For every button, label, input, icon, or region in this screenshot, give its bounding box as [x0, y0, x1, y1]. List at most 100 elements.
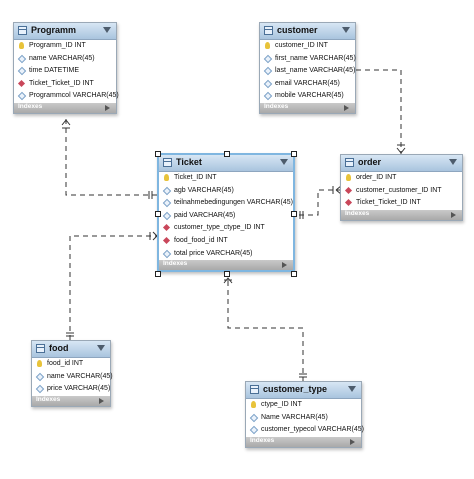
- column-row[interactable]: agb VARCHAR(45): [159, 185, 293, 198]
- table-icon: [345, 158, 354, 167]
- column-row[interactable]: name VARCHAR(45): [14, 53, 116, 66]
- resize-handle-s[interactable]: [224, 271, 230, 277]
- expand-arrow-icon[interactable]: [99, 397, 104, 404]
- table-title: order: [358, 157, 382, 167]
- column-label: customer_ID INT: [275, 42, 328, 49]
- indexes-label: Indexes: [264, 102, 289, 110]
- column-row[interactable]: total price VARCHAR(45): [159, 248, 293, 261]
- expand-arrow-icon[interactable]: [282, 262, 287, 269]
- resize-handle-n[interactable]: [224, 151, 230, 157]
- column-label: Ticket_Ticket_ID INT: [29, 79, 94, 87]
- collapse-arrow-icon[interactable]: [103, 27, 111, 33]
- table-title: customer_type: [263, 384, 328, 394]
- resize-handle-e[interactable]: [291, 211, 297, 217]
- rel-programm-ticket: [65, 119, 158, 196]
- expand-arrow-icon[interactable]: [350, 438, 355, 445]
- indexes-bar[interactable]: Indexes: [260, 102, 355, 113]
- indexes-bar[interactable]: Indexes: [159, 260, 293, 271]
- table-icon: [264, 26, 273, 35]
- column-label: mobile VARCHAR(45): [275, 92, 344, 100]
- table-header[interactable]: Programm: [14, 23, 116, 40]
- column-list: food_id INT name VARCHAR(45)price VARCHAR…: [32, 358, 113, 396]
- resize-handle-w[interactable]: [155, 211, 161, 217]
- table-icon: [163, 158, 172, 167]
- primary-key-icon: [37, 360, 42, 367]
- column-row[interactable]: customer_typecol VARCHAR(45): [246, 424, 364, 437]
- column-row[interactable]: Ticket_Ticket_ID INT: [341, 197, 462, 210]
- column-diamond-icon: [263, 54, 273, 63]
- column-label: customer_customer_ID INT: [356, 186, 442, 194]
- foreign-key-icon: [162, 224, 171, 232]
- table-header[interactable]: Ticket: [159, 155, 293, 172]
- indexes-bar[interactable]: Indexes: [32, 395, 110, 406]
- column-row[interactable]: email VARCHAR(45): [260, 78, 355, 91]
- column-diamond-icon: [249, 425, 259, 435]
- column-row[interactable]: ctype_ID INT: [246, 399, 361, 412]
- foreign-key-icon: [162, 236, 171, 245]
- resize-handle-sw[interactable]: [155, 271, 161, 277]
- column-row[interactable]: name VARCHAR(45): [32, 371, 113, 384]
- expand-arrow-icon[interactable]: [451, 211, 456, 218]
- column-row[interactable]: food_food_id INT: [159, 235, 293, 248]
- primary-key-icon: [265, 42, 270, 49]
- expand-arrow-icon[interactable]: [105, 104, 110, 111]
- table-header[interactable]: food: [32, 341, 110, 358]
- column-row[interactable]: Programmcol VARCHAR(45): [14, 90, 119, 103]
- resize-handle-se[interactable]: [291, 271, 297, 277]
- column-row[interactable]: price VARCHAR(45): [32, 383, 110, 396]
- column-row[interactable]: Name VARCHAR(45): [246, 412, 361, 425]
- column-diamond-icon: [162, 198, 172, 208]
- table-customer[interactable]: customer customer_ID INT first_name VARCH…: [259, 22, 356, 114]
- column-row[interactable]: Ticket_Ticket_ID INT: [14, 78, 116, 91]
- table-header[interactable]: customer_type: [246, 382, 361, 399]
- column-label: price VARCHAR(45): [47, 385, 111, 393]
- column-row[interactable]: customer_type_ctype_ID INT: [159, 222, 293, 235]
- column-row[interactable]: food_id INT: [32, 358, 110, 371]
- column-label: food_food_id INT: [174, 236, 228, 244]
- column-label: time DATETIME: [29, 67, 80, 75]
- column-row[interactable]: customer_ID INT: [260, 40, 355, 53]
- collapse-arrow-icon[interactable]: [280, 159, 288, 165]
- column-row[interactable]: teilnahmebedingungen VARCHAR(45): [159, 197, 293, 210]
- column-row[interactable]: Programm_ID INT: [14, 40, 116, 53]
- collapse-arrow-icon[interactable]: [97, 345, 105, 351]
- primary-key-icon: [164, 174, 169, 181]
- column-row[interactable]: time DATETIME: [14, 65, 116, 78]
- table-header[interactable]: order: [341, 155, 462, 172]
- indexes-bar[interactable]: Indexes: [14, 102, 116, 113]
- table-icon: [36, 344, 45, 353]
- table-title: food: [49, 343, 69, 353]
- collapse-arrow-icon[interactable]: [449, 159, 457, 165]
- indexes-bar[interactable]: Indexes: [246, 436, 361, 447]
- column-diamond-icon: [162, 186, 172, 195]
- column-label: food_id INT: [47, 360, 84, 367]
- column-row[interactable]: last_name VARCHAR(45): [260, 65, 355, 78]
- rel-customertype-ticket: [227, 274, 304, 382]
- table-header[interactable]: customer: [260, 23, 355, 40]
- column-row[interactable]: first_name VARCHAR(45): [260, 53, 356, 66]
- resize-handle-nw[interactable]: [155, 151, 161, 157]
- table-food[interactable]: food food_id INT name VARCHAR(45)price VA…: [31, 340, 113, 407]
- column-row[interactable]: mobile VARCHAR(45): [260, 90, 355, 103]
- collapse-arrow-icon[interactable]: [342, 27, 350, 33]
- column-label: Ticket_Ticket_ID INT: [356, 199, 421, 207]
- column-row[interactable]: order_ID INT: [341, 172, 462, 185]
- column-row[interactable]: paid VARCHAR(45): [159, 210, 293, 223]
- column-diamond-icon: [35, 384, 45, 394]
- resize-handle-ne[interactable]: [291, 151, 297, 157]
- column-row[interactable]: customer_customer_ID INT: [341, 185, 462, 198]
- expand-arrow-icon[interactable]: [344, 104, 349, 111]
- collapse-arrow-icon[interactable]: [348, 386, 356, 392]
- column-label: customer_type_ctype_ID INT: [174, 224, 265, 232]
- table-title: customer: [277, 25, 318, 35]
- column-diamond-icon: [17, 92, 27, 101]
- indexes-bar[interactable]: Indexes: [341, 209, 462, 220]
- primary-key-icon: [251, 401, 256, 408]
- column-row[interactable]: Ticket_ID INT: [159, 172, 293, 185]
